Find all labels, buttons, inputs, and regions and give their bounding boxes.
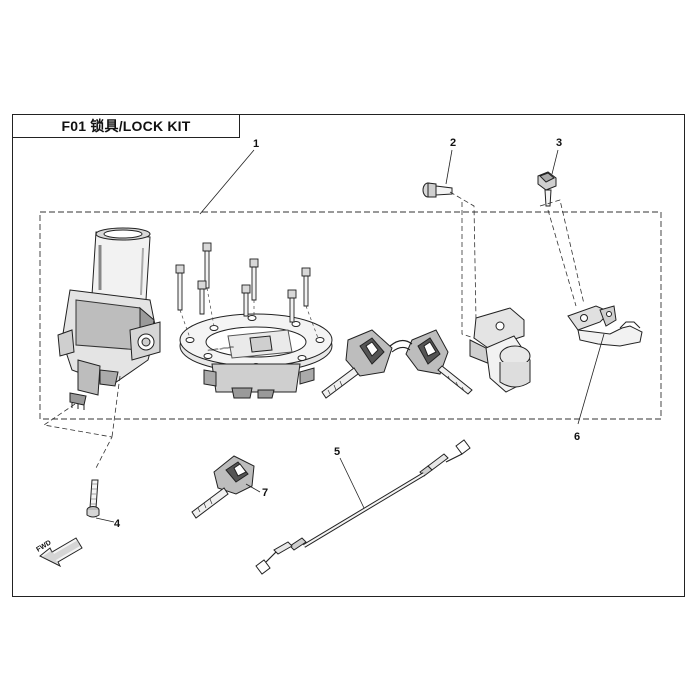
leader-ignition-to-screw <box>42 403 113 469</box>
leader-1 <box>199 149 255 215</box>
leader-3 <box>551 149 559 175</box>
leader-bolt3-to-bracket <box>539 199 585 307</box>
diagram-title: F01 锁具/LOCK KIT <box>12 114 240 138</box>
leader-7 <box>245 483 261 493</box>
bolt-part-2 <box>422 182 453 198</box>
key-part-7 <box>191 455 255 519</box>
leader-5 <box>339 457 365 509</box>
ignition-switch <box>57 227 161 410</box>
diagram-frame <box>12 114 685 597</box>
callout-2: 2 <box>449 137 457 149</box>
callout-leaders <box>95 149 605 523</box>
bolt-part-3 <box>537 171 557 207</box>
screw-part-4 <box>86 479 100 518</box>
callout-7: 7 <box>261 487 269 499</box>
callout-5: 5 <box>333 446 341 458</box>
kit-boundary <box>39 211 662 420</box>
callout-6: 6 <box>573 431 581 443</box>
leader-2 <box>445 149 453 185</box>
cable-part-5 <box>255 439 471 575</box>
mount-bracket-part-6 <box>567 305 643 347</box>
leader-4 <box>95 517 115 523</box>
callout-4: 4 <box>113 518 121 530</box>
lock-bracket-part <box>469 307 531 393</box>
fuel-cap: ═══ ════ <box>179 313 333 399</box>
fuel-cap-screws <box>175 242 311 323</box>
key-pair <box>321 329 473 399</box>
leader-6 <box>577 333 605 425</box>
callout-3: 3 <box>555 137 563 149</box>
fuel-cap-marking: ═══ ════ <box>206 344 234 354</box>
callout-1: 1 <box>252 138 260 150</box>
fwd-arrow-icon <box>39 537 83 568</box>
